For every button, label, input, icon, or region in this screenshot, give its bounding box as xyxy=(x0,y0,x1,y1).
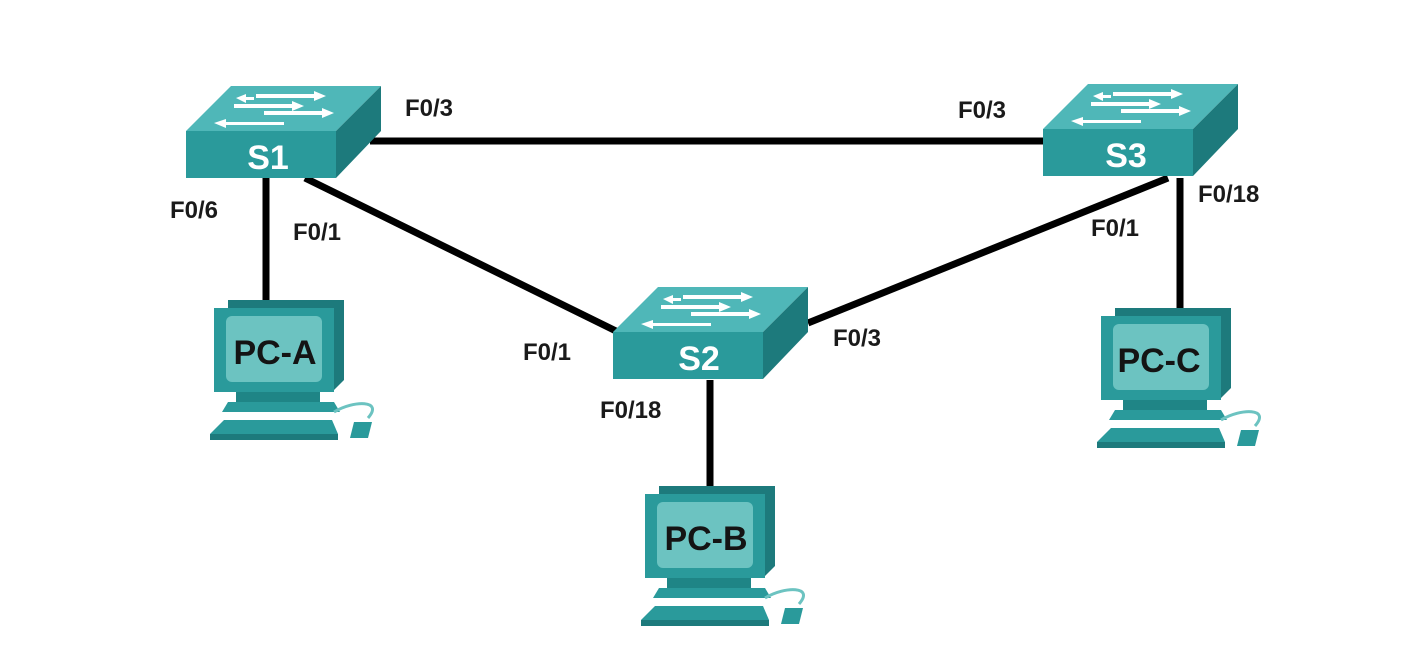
switch-label: S2 xyxy=(678,340,720,378)
port-labels: F0/3 F0/3 F0/6 F0/1 F0/1 F0/3 F0/18 F0/1… xyxy=(170,95,1259,424)
port-label-s3-f01: F0/1 xyxy=(1091,215,1139,242)
pc-c: PC-C xyxy=(1095,306,1262,450)
pc-b: PC-B xyxy=(639,484,806,628)
links xyxy=(262,137,1184,486)
port-label-s2-f03: F0/3 xyxy=(833,325,881,352)
pc-label: PC-C xyxy=(1117,342,1200,380)
port-label-s2-f01: F0/1 xyxy=(523,339,571,366)
port-label-s1-f06: F0/6 xyxy=(170,197,218,224)
pc-label: PC-A xyxy=(233,334,316,372)
link-s1-s2 xyxy=(303,174,620,336)
port-label-s2-f018: F0/18 xyxy=(600,397,661,424)
switch-s1: S1 xyxy=(186,86,381,178)
switch-s3: S3 xyxy=(1043,84,1238,176)
port-label-s1-f03: F0/3 xyxy=(405,95,453,122)
pc-a: PC-A xyxy=(208,298,375,442)
port-label-s3-f03: F0/3 xyxy=(958,97,1006,124)
switch-label: S1 xyxy=(247,139,289,177)
switch-s2: S2 xyxy=(613,287,808,379)
switch-label: S3 xyxy=(1105,137,1147,175)
port-label-s3-f018: F0/18 xyxy=(1198,181,1259,208)
port-label-s1-f01: F0/1 xyxy=(293,219,341,246)
link-s3-s2 xyxy=(806,174,1170,327)
pc-label: PC-B xyxy=(664,520,747,558)
